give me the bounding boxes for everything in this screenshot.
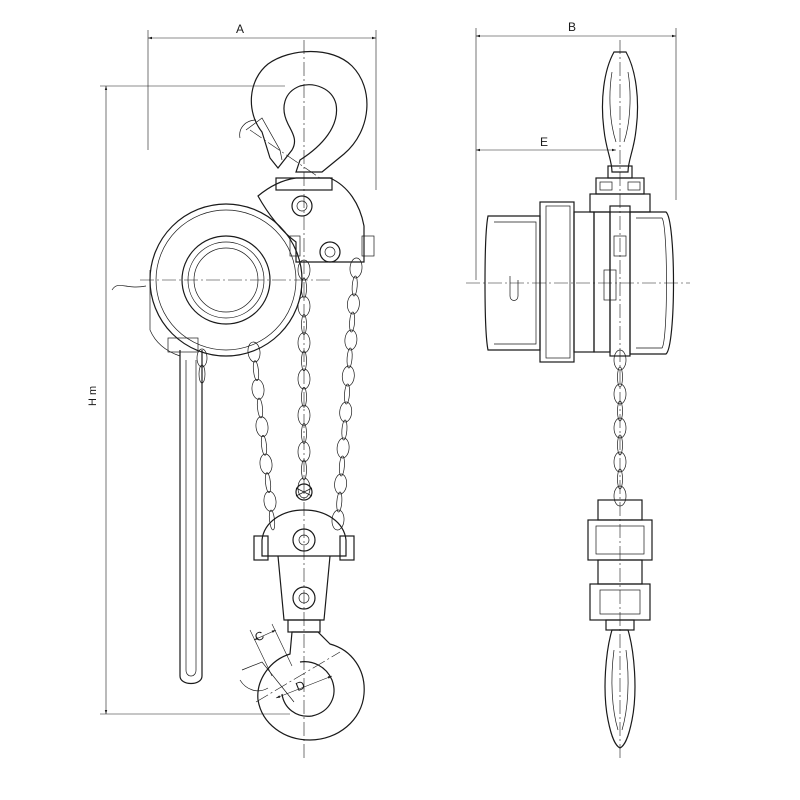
chain-link [297,332,311,354]
label-d: D [294,678,308,694]
dimension-e: E [476,135,616,152]
dimension-a: A [147,22,377,190]
chain-link [297,368,311,390]
chain-link [268,509,276,531]
chain-link [301,277,307,299]
hoist-body [257,177,375,263]
chain-link [297,441,311,463]
chain-link [301,459,307,481]
chain-link [297,477,311,499]
dimension-hm: H m [87,85,290,715]
chain-link [349,311,356,333]
label-hm: H m [87,386,99,406]
dimension-b: B [475,20,677,280]
dimension-c: C [249,623,293,677]
label-e: E [540,135,548,149]
chain-link [341,365,355,387]
chain-link [338,455,345,477]
chain-link [617,366,623,388]
load-chain-right [331,257,363,531]
chain-link [349,257,363,279]
chain-link [263,490,277,512]
chain-link [301,350,307,372]
hand-chain-links [196,348,208,384]
chain-link [613,349,627,371]
chain-link [613,451,627,473]
hand-chain-loop [179,348,208,685]
chain-link [251,378,265,400]
chain-link [613,485,627,507]
chain-link [297,404,311,426]
chain-link [256,397,264,419]
side-load-chain [613,349,627,507]
chain-link [336,491,343,513]
side-gear-housing [593,205,675,357]
chain-link [339,401,353,423]
load-chain-middle [297,259,311,499]
chain-link [613,417,627,439]
chain-link [334,473,347,495]
chain-link [264,472,272,493]
front-view: A H m [87,22,377,760]
chain-link [346,347,353,369]
label-a: A [236,22,244,36]
bottom-hook-side [604,629,636,749]
chain-link [297,259,311,281]
chain-stop [295,483,313,501]
label-c: C [253,628,267,644]
chain-link [344,329,358,351]
chain-link [247,341,261,363]
chain-link [259,453,273,475]
chain-link [297,295,311,317]
top-hook [239,50,368,179]
chain-link [617,400,623,422]
chain-link [331,509,345,531]
bottom-block [253,509,355,633]
chain-link [617,468,623,490]
side-top-bracket [589,177,651,213]
chain-link [351,275,358,297]
side-view: B E [466,20,690,760]
chain-link [301,386,307,408]
chain-link [252,360,260,381]
chain-link [347,293,360,315]
chain-link [613,383,627,405]
chain-link [301,423,307,444]
label-b: B [568,20,576,34]
chain-link [341,419,348,441]
chain-link [617,434,623,456]
side-wheel-cover [484,201,595,363]
chain-link [344,383,350,405]
side-bottom-block [587,499,653,631]
chain-link [301,314,307,335]
load-chain-left [247,341,277,531]
chain-link [255,416,269,438]
chain-link [336,437,350,459]
chain-link [260,435,268,456]
